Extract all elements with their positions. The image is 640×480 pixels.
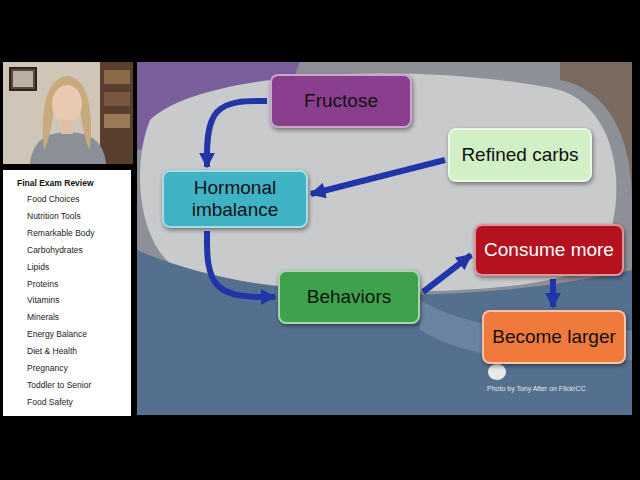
- box-text: Behaviors: [307, 286, 392, 308]
- presenter-hair: [43, 76, 91, 150]
- menu-item: Food Safety: [27, 397, 73, 407]
- menu-item: Proteins: [27, 279, 58, 289]
- process-box: Become larger: [482, 310, 626, 364]
- books: [104, 92, 130, 106]
- menu-item: Lipids: [27, 262, 49, 272]
- box-text: Hormonal imbalance: [172, 177, 298, 221]
- menu-item: Food Choices: [27, 194, 79, 204]
- flow-arrow: [550, 279, 556, 307]
- menu-item: Nutrition Tools: [27, 211, 81, 221]
- picture-frame: [10, 68, 36, 90]
- menu-item: Toddler to Senior: [27, 380, 91, 390]
- photo-jeans-fold: [420, 300, 632, 364]
- flow-arrow: [207, 101, 267, 167]
- menu-item: Remarkable Body: [27, 228, 95, 238]
- webcam-wall: [3, 62, 133, 164]
- flow-arrow: [311, 160, 445, 194]
- box-text: Fructose: [304, 90, 378, 112]
- box-text: Refined carbs: [461, 144, 578, 166]
- books: [104, 70, 130, 84]
- photo-background: [137, 62, 632, 415]
- flow-arrow: [423, 255, 471, 292]
- photo-belly-shirt: [140, 73, 616, 291]
- menu-item: Minerals: [27, 312, 59, 322]
- bookshelf: [100, 62, 133, 164]
- process-box: Consume more: [474, 224, 624, 276]
- menu-item: Diet & Health: [27, 346, 77, 356]
- menu-item: Pregnancy: [27, 363, 68, 373]
- presenter-sweater: [30, 132, 106, 164]
- picture: [13, 71, 33, 87]
- process-box: Behaviors: [278, 270, 420, 324]
- photo-watch: [488, 364, 506, 380]
- box-text: Consume more: [484, 239, 614, 261]
- menu-panel: [3, 170, 131, 416]
- presenter-face: [52, 85, 82, 123]
- process-box: Hormonal imbalance: [162, 170, 308, 228]
- box-text: Become larger: [492, 326, 616, 348]
- photo-credit: Photo by Tony Alter on FlickrCC: [487, 384, 586, 393]
- menu-item: Carbohydrates: [27, 245, 83, 255]
- flow-arrow: [207, 231, 275, 297]
- process-box: Refined carbs: [448, 128, 592, 182]
- process-box: Fructose: [270, 74, 412, 128]
- books: [104, 114, 130, 128]
- menu-item: Energy Balance: [27, 329, 87, 339]
- presenter-neck: [61, 120, 73, 134]
- menu-item: Vitamins: [27, 295, 59, 305]
- panel-heading: Final Exam Review: [17, 178, 94, 188]
